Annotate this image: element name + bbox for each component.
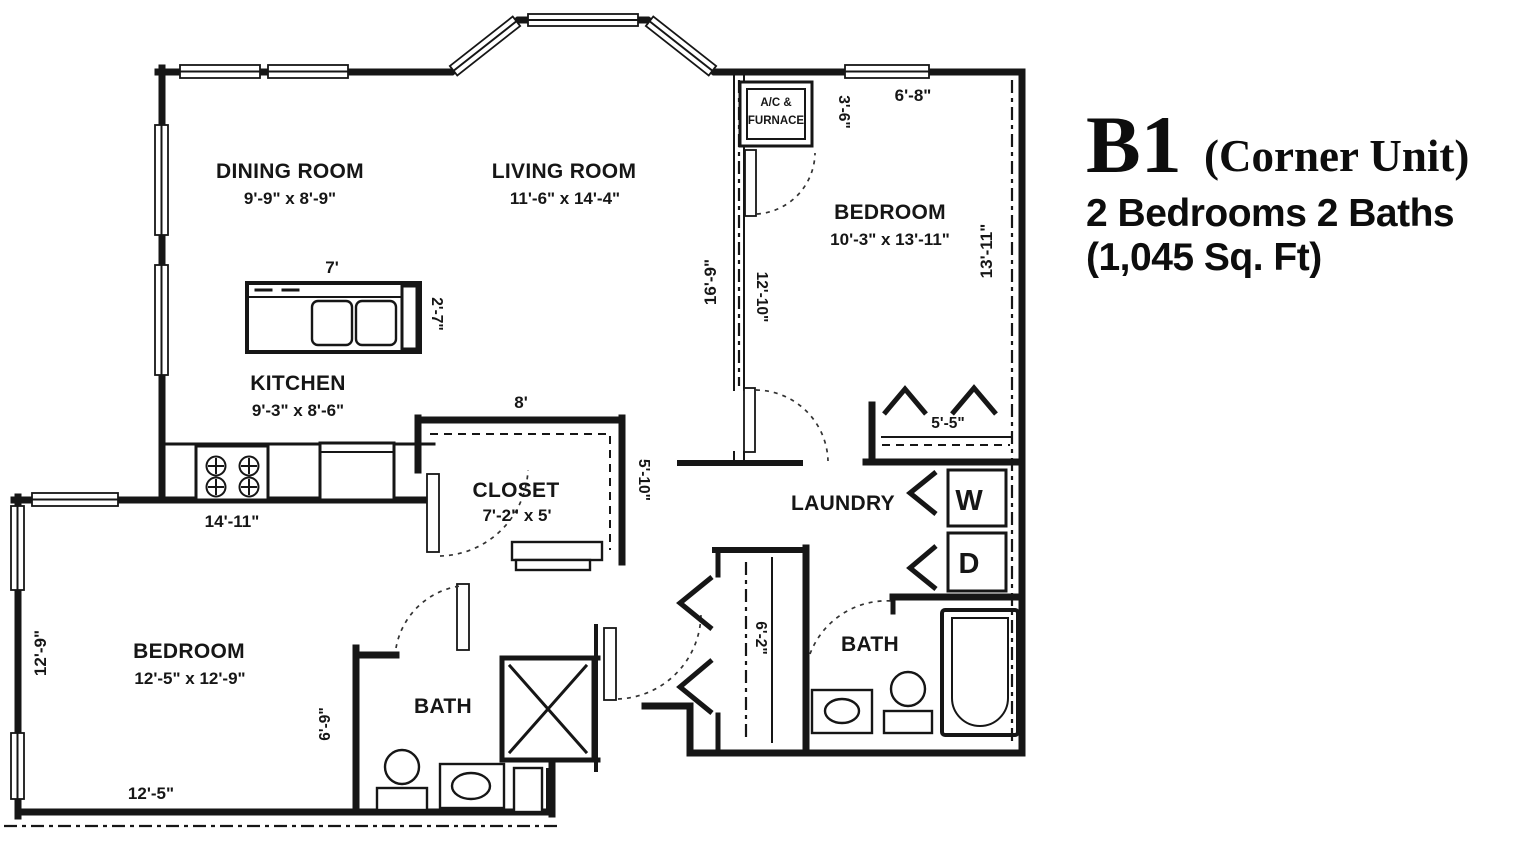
dim-bedroom-right-side: 13'-11"	[977, 224, 996, 279]
dim-living-wall-right: 12'-10"	[753, 272, 770, 323]
kitchen-size: 9'-3" x 8'-6"	[252, 401, 344, 420]
bay-window-center	[527, 13, 639, 27]
dim-bedroom-left-width: 12'-5"	[128, 784, 174, 803]
dim-island-width: 7'	[325, 258, 339, 277]
closet-label: CLOSET	[473, 479, 560, 502]
laundry-label: LAUNDRY	[791, 492, 895, 515]
bath-right-door	[802, 600, 893, 754]
dryer-label: D	[959, 548, 980, 580]
closet-size: 7'-2" x 5'	[482, 506, 551, 525]
furnace-label-line2: FURNACE	[748, 115, 805, 127]
square-footage: (1,045 Sq. Ft)	[1086, 236, 1322, 279]
sink-bowl-right	[354, 299, 398, 347]
window-bedroom-left-top	[31, 492, 119, 507]
dining-room-size: 9'-9" x 8'-9"	[244, 189, 336, 208]
linen-cabinet	[512, 766, 544, 814]
window-bedroom-right	[844, 64, 930, 79]
dim-bath-left-wall: 6'-9"	[317, 707, 334, 740]
hall-closet-bifold-doors	[676, 575, 714, 715]
window-top-2	[267, 64, 349, 79]
dim-bedroom-closet: 5'-5"	[931, 415, 964, 432]
windows	[10, 13, 930, 800]
furnace-closet	[738, 80, 814, 148]
dim-bedroom-right-top: 6'-8"	[895, 86, 932, 105]
furnace-door	[744, 149, 816, 217]
dryer-box	[946, 531, 1008, 593]
bedroom-right-size: 10'-3" x 13'-11"	[830, 230, 950, 249]
beds-baths: 2 Bedrooms 2 Baths	[1086, 192, 1455, 235]
washer-box	[946, 468, 1008, 528]
walkin-closet-door	[426, 469, 529, 557]
toilet	[882, 670, 934, 735]
kitchen-island	[245, 281, 422, 354]
living-room-size: 11'-6" x 14'-4"	[510, 189, 620, 208]
kitchen-fixtures	[164, 281, 436, 502]
living-room-label: LIVING ROOM	[492, 160, 636, 183]
sink-vanity	[810, 688, 874, 735]
stove	[194, 444, 270, 502]
dim-furnace-side: 3'-6"	[835, 95, 852, 128]
laundry-fixtures	[946, 468, 1008, 593]
dim-closet-width: 8'	[514, 393, 528, 412]
entry-door	[603, 612, 702, 701]
labels: DINING ROOM 9'-9" x 8'-9" LIVING ROOM 11…	[31, 86, 996, 803]
washer-label: W	[955, 485, 983, 517]
dining-room-label: DINING ROOM	[216, 160, 364, 183]
window-bedroom-left-2	[10, 732, 25, 800]
dim-closet-depth: 5'-10"	[635, 459, 652, 501]
refrigerator	[318, 441, 396, 502]
sink-vanity	[438, 762, 506, 810]
window-bedroom-left-1	[10, 505, 25, 591]
kitchen-label: KITCHEN	[250, 372, 345, 395]
bedroom-left-door	[395, 583, 470, 651]
dim-bedroom-left-side: 12'-9"	[31, 630, 50, 676]
shower	[499, 655, 597, 814]
bay-window-left	[448, 15, 522, 77]
bedroom-left-label: BEDROOM	[133, 640, 245, 663]
laundry-bifold-doors	[906, 470, 938, 591]
bath-left-fixtures	[375, 748, 506, 812]
window-left-1	[154, 124, 169, 236]
bath-right-fixtures	[810, 608, 1020, 737]
unit-type: (Corner Unit)	[1204, 131, 1470, 181]
doors	[395, 149, 998, 754]
window-left-2	[154, 264, 169, 376]
dim-hall-closet: 6'-2"	[752, 621, 769, 654]
window-top-1	[179, 64, 261, 79]
bedroom-left-size: 12'-5" x 12'-9"	[134, 669, 245, 688]
bath-left-label: BATH	[414, 695, 472, 718]
bay-window-right	[644, 15, 718, 77]
toilet	[375, 748, 429, 812]
floor-plan-drawing: DINING ROOM 9'-9" x 8'-9" LIVING ROOM 11…	[4, 13, 1026, 828]
furnace-label-line1: A/C &	[760, 97, 791, 109]
sink-bowl-left	[310, 299, 354, 347]
unit-name: B1	[1086, 99, 1182, 190]
bathtub	[940, 608, 1020, 737]
bath-right-label: BATH	[841, 633, 899, 656]
bedroom-right-label: BEDROOM	[834, 201, 946, 224]
dim-living-wall-left: 16'-9"	[701, 259, 720, 305]
dim-island-depth: 2'-7"	[428, 297, 445, 330]
dim-kitchen-wall: 14'-11"	[205, 512, 260, 531]
bedroom-right-door	[743, 387, 829, 462]
bedroom-closet-bifold-doors	[882, 384, 998, 416]
